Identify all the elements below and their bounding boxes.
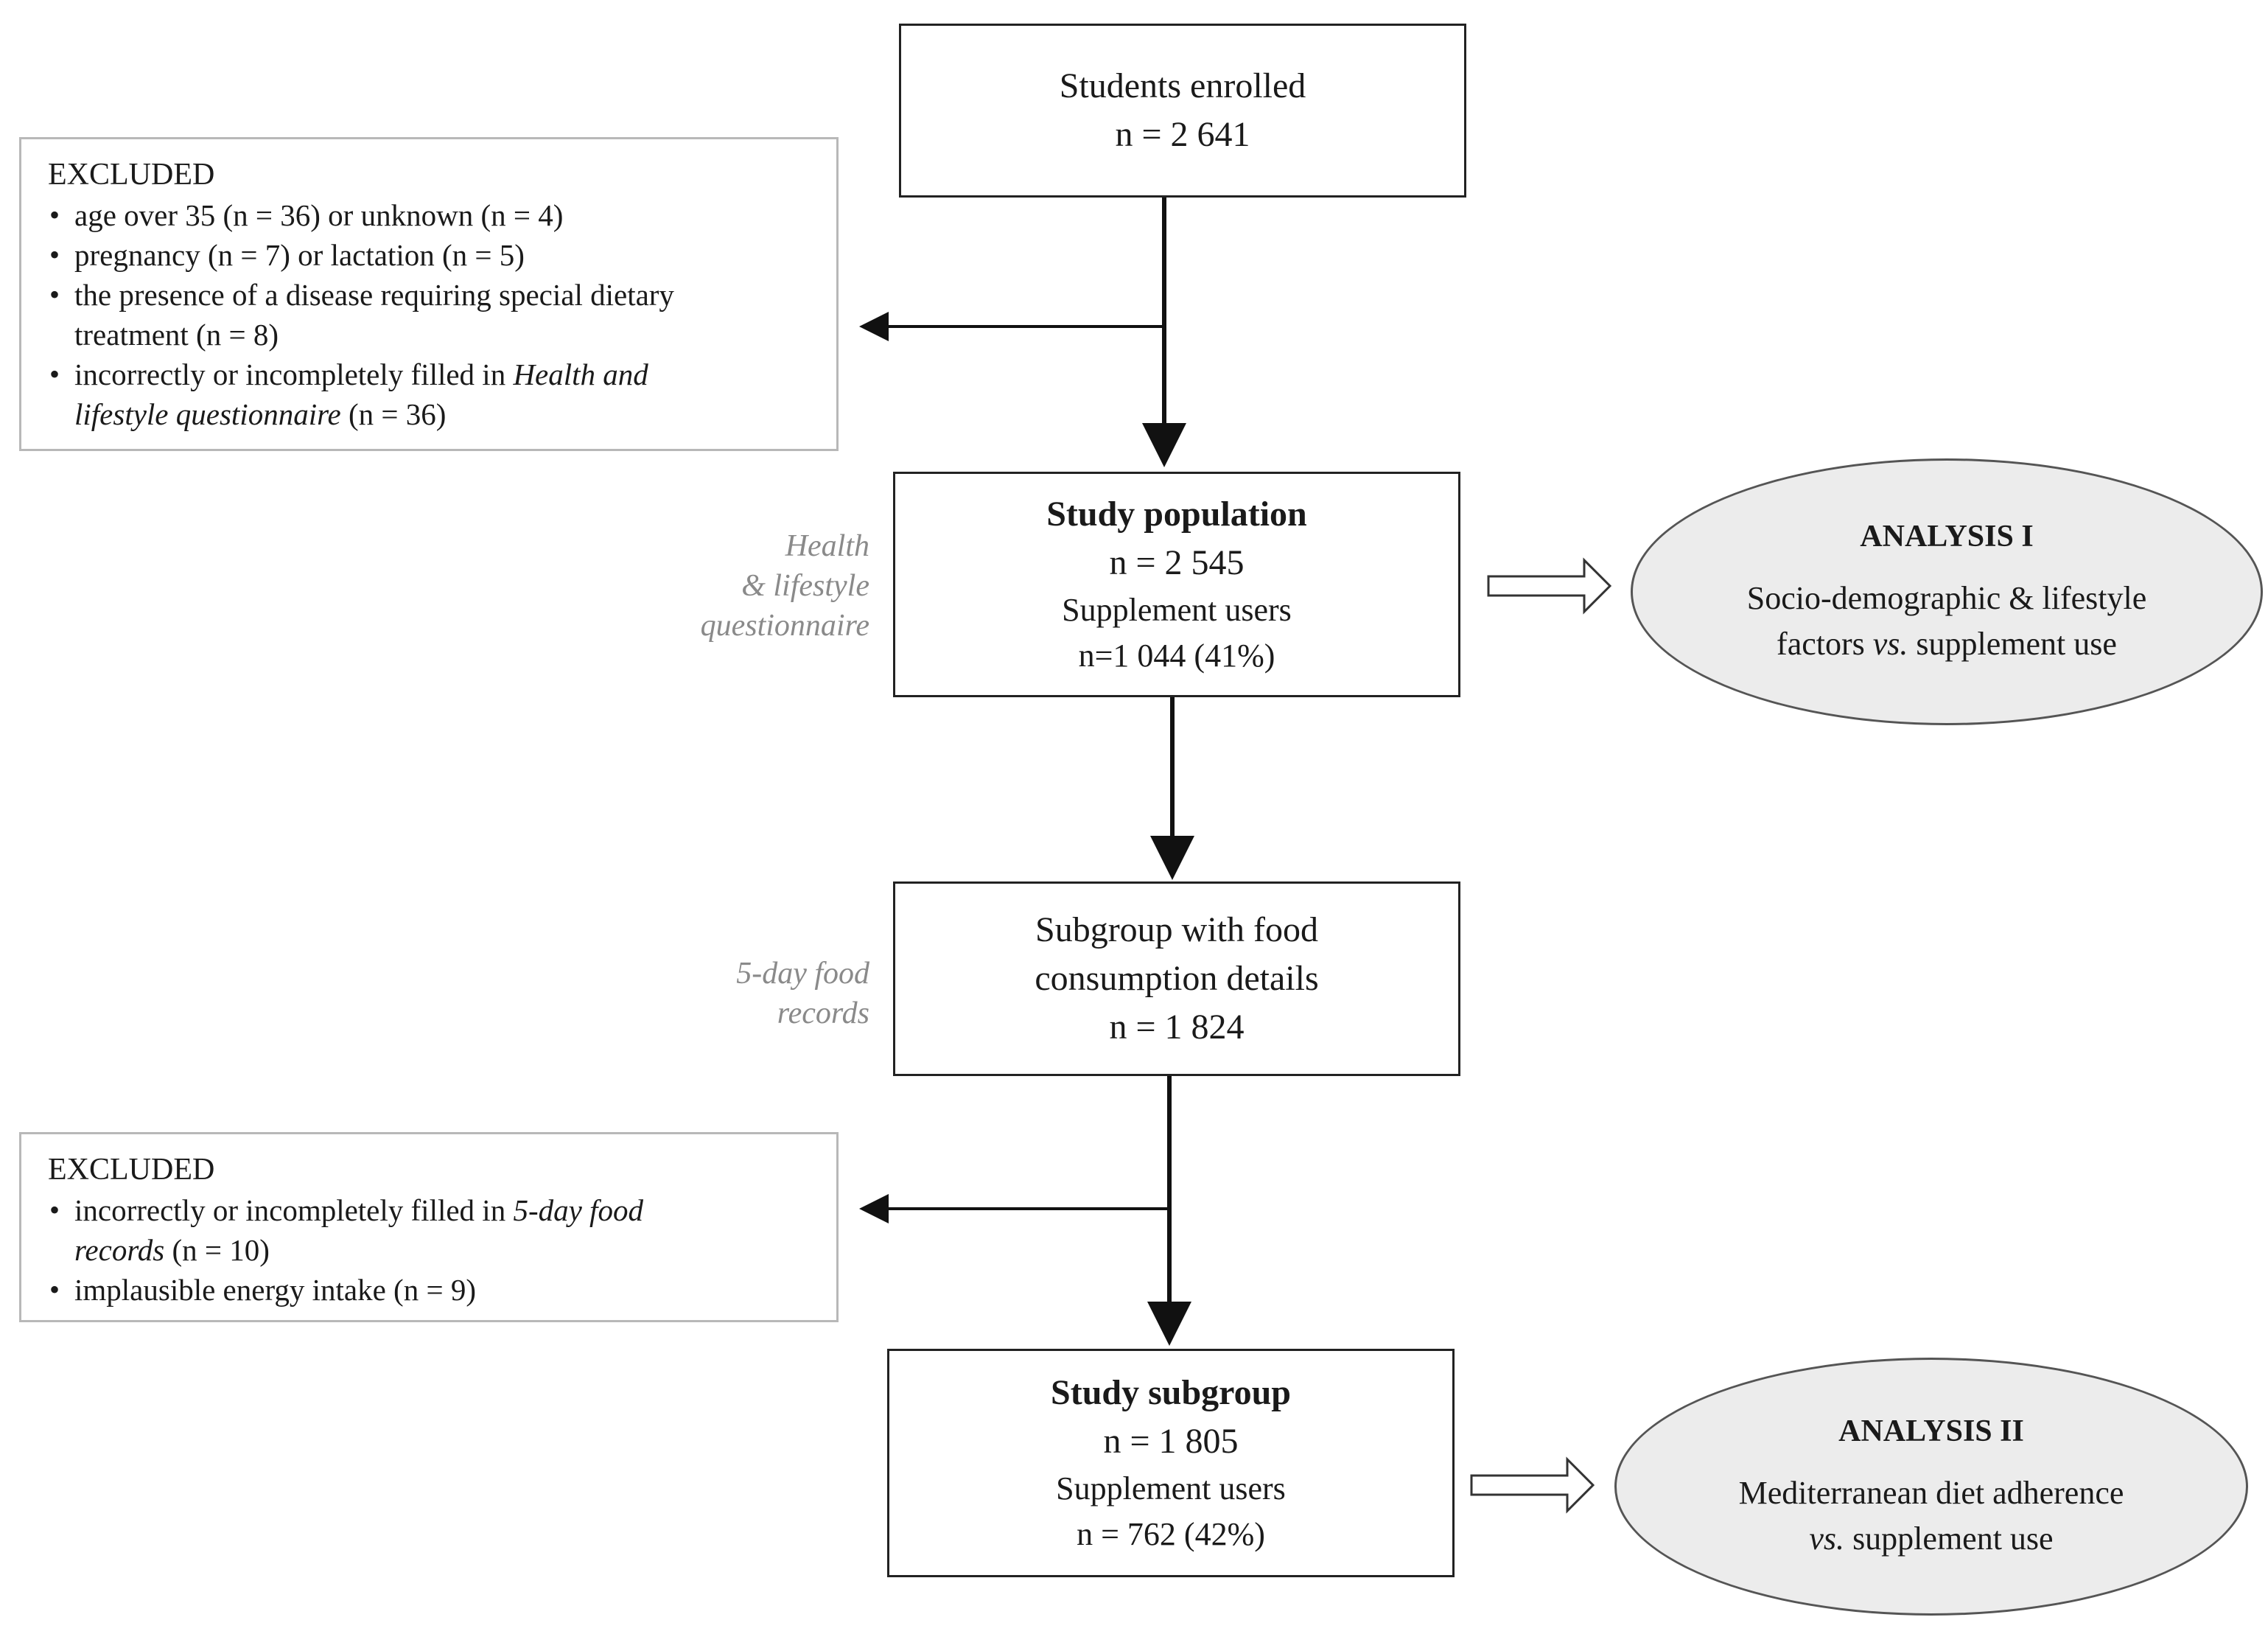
analysis-2-title: ANALYSIS II (1838, 1414, 2024, 1448)
supplement-users-label: Supplement users (1062, 592, 1292, 628)
questionnaire-note: Health & lifestyle questionnaire (648, 526, 869, 646)
food-records-note: 5-day food records (648, 954, 869, 1033)
records-name: records (74, 1233, 165, 1267)
list-item-text: incorrectly or incompletely filled in (74, 1193, 514, 1227)
excluded-1-list: age over 35 (n = 36) or unknown (n = 4) … (48, 195, 810, 434)
versus-label: vs. (1809, 1520, 1845, 1557)
analysis-2-line: Mediterranean diet adherence (1738, 1475, 2124, 1511)
list-item-text: (n = 36) (340, 397, 447, 431)
supplement-users-count: n=1 044 (41%) (1078, 638, 1275, 674)
list-item: pregnancy (n = 7) or lactation (n = 5) (48, 235, 810, 275)
study-subgroup-count: n = 1 805 (1103, 1422, 1239, 1461)
list-item: incorrectly or incompletely filled in He… (48, 355, 810, 434)
list-item: implausible energy intake (n = 9) (48, 1270, 810, 1310)
questionnaire-name: lifestyle questionnaire (74, 397, 341, 431)
excluded-2-list: incorrectly or incompletely filled in 5-… (48, 1190, 810, 1310)
analysis-1-line: factors vs. supplement use (1777, 621, 2117, 667)
list-item-line: the presence of a disease requiring spec… (74, 278, 674, 312)
analysis-2-text: supplement use (1844, 1520, 2054, 1557)
food-subgroup-line: Subgroup with food (1035, 910, 1318, 949)
list-item-text: incorrectly or incompletely filled in (74, 357, 514, 391)
study-population-box: Study population n = 2 545 Supplement us… (893, 472, 1460, 697)
excluded-1-title: EXCLUDED (48, 158, 215, 192)
questionnaire-name: Health and (513, 357, 648, 391)
versus-label: vs. (1872, 626, 1908, 662)
excluded-box-1: EXCLUDED age over 35 (n = 36) or unknown… (19, 137, 839, 451)
list-item-line: treatment (n = 8) (74, 318, 279, 352)
hollow-arrow-analysis-1 (1487, 557, 1612, 615)
list-item: incorrectly or incompletely filled in 5-… (48, 1190, 810, 1270)
analysis-1-oval: ANALYSIS I Socio-demographic & lifestyle… (1631, 458, 2263, 725)
note-line: questionnaire (700, 609, 869, 643)
excluded-2-title: EXCLUDED (48, 1153, 215, 1187)
food-subgroup-line: consumption details (1035, 959, 1319, 998)
list-item-text: (n = 10) (164, 1233, 270, 1267)
enrolled-title: Students enrolled (1059, 66, 1306, 105)
supplement-users-count: n = 762 (42%) (1077, 1516, 1265, 1552)
analysis-1-text: factors (1777, 626, 1873, 662)
note-line: 5-day food (736, 957, 869, 991)
records-name: 5-day food (513, 1193, 643, 1227)
note-line: Health (785, 529, 869, 563)
supplement-users-label: Supplement users (1056, 1470, 1286, 1506)
excluded-box-2: EXCLUDED incorrectly or incompletely fil… (19, 1132, 839, 1322)
study-population-title: Study population (1046, 495, 1307, 534)
study-subgroup-box: Study subgroup n = 1 805 Supplement user… (887, 1349, 1455, 1577)
note-line: & lifestyle (741, 569, 869, 603)
study-population-count: n = 2 545 (1109, 543, 1245, 582)
list-item: the presence of a disease requiring spec… (48, 275, 810, 355)
analysis-1-line: Socio-demographic & lifestyle (1746, 580, 2147, 616)
analysis-1-text: supplement use (1908, 626, 2117, 662)
analysis-2-oval: ANALYSIS II Mediterranean diet adherence… (1614, 1358, 2248, 1616)
analysis-2-line: vs. supplement use (1809, 1516, 2053, 1562)
note-line: records (777, 996, 869, 1030)
enrolled-count: n = 2 641 (1115, 115, 1250, 154)
list-item: age over 35 (n = 36) or unknown (n = 4) (48, 195, 810, 235)
analysis-1-title: ANALYSIS I (1860, 520, 2034, 554)
food-subgroup-count: n = 1 824 (1109, 1008, 1245, 1047)
food-subgroup-box: Subgroup with food consumption details n… (893, 881, 1460, 1076)
hollow-arrow-analysis-2 (1470, 1456, 1595, 1514)
study-subgroup-title: Study subgroup (1051, 1373, 1291, 1412)
enrolled-box: Students enrolled n = 2 641 (899, 24, 1466, 198)
